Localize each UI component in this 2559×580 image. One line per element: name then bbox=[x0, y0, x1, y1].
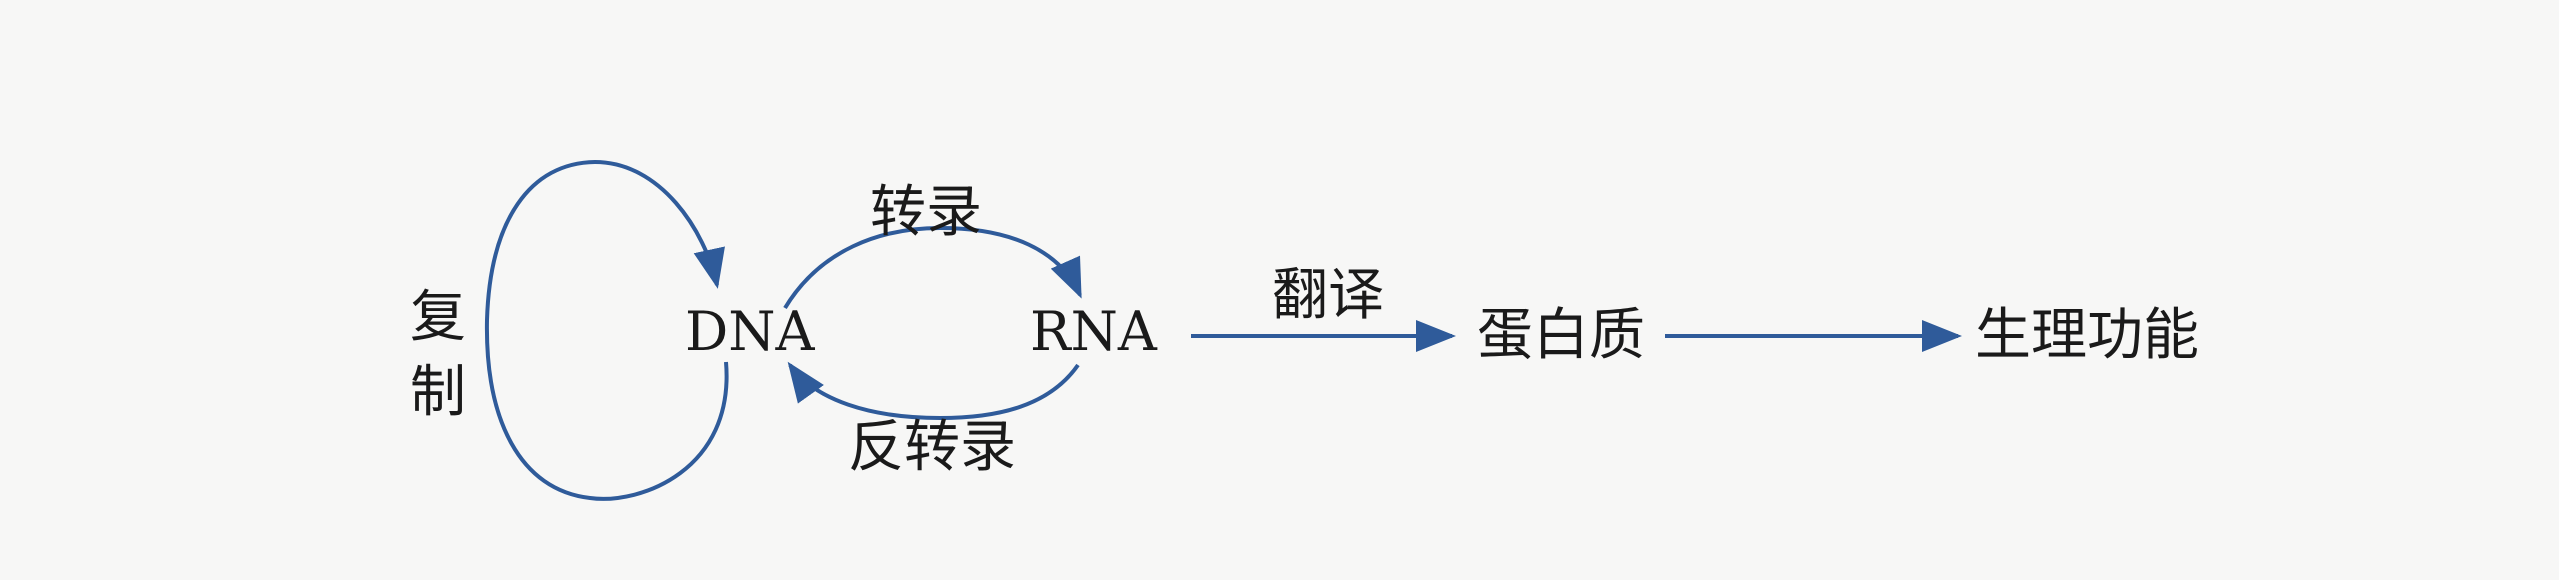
reverse-transcription-arrow bbox=[787, 361, 1080, 421]
protein-node: 蛋白质 bbox=[1477, 303, 1645, 368]
replication-label-2: 制 bbox=[410, 360, 466, 425]
reverse-transcription-label: 反转录 bbox=[848, 415, 1016, 480]
physiological-function-node: 生理功能 bbox=[1975, 303, 2199, 368]
translation-label: 翻译 bbox=[1272, 263, 1384, 328]
rna-node: RNA bbox=[1030, 300, 1157, 363]
transcription-arrow bbox=[783, 225, 1082, 310]
replication-loop-arrow bbox=[484, 159, 729, 501]
replication-label-1: 复 bbox=[410, 285, 466, 350]
dna-node: DNA bbox=[685, 300, 815, 363]
transcription-label: 转录 bbox=[870, 180, 982, 245]
